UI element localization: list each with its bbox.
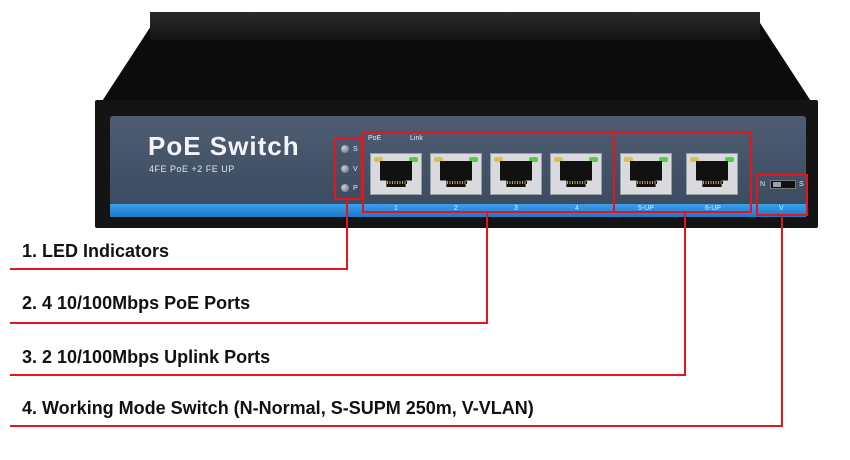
highlight-mode-switch	[756, 174, 808, 216]
led-label-p: P	[353, 185, 358, 192]
callout-connector-2	[486, 211, 488, 324]
port-number-2: 2	[454, 205, 458, 212]
port-led-icon	[409, 157, 418, 162]
product-subtitle: 4FE PoE +2 FE UP	[149, 164, 235, 174]
highlight-uplink-ports	[613, 131, 752, 213]
port-header-poe: PoE	[368, 135, 382, 142]
callout-underline-3	[10, 374, 686, 376]
poe-port-1	[370, 153, 422, 195]
callout-connector-4	[781, 214, 783, 427]
callout-mode-switch: 4. Working Mode Switch (N-Normal, S-SUPM…	[22, 398, 534, 418]
switch-knob-icon	[773, 182, 781, 187]
port-led-icon	[434, 157, 443, 162]
uplink-port-6	[686, 153, 738, 195]
port-number-1: 1	[394, 205, 398, 212]
callout-connector-1	[346, 198, 348, 270]
port-led-icon	[529, 157, 538, 162]
port-led-icon	[554, 157, 563, 162]
port-number-5-up: 5-UP	[638, 205, 654, 212]
led-indicator-p	[341, 184, 349, 192]
switch-label-strip	[110, 204, 806, 217]
callout-underline-4	[10, 425, 783, 427]
port-led-icon	[725, 157, 734, 162]
port-led-icon	[690, 157, 699, 162]
switch-top-shade	[150, 12, 760, 40]
mode-label-n: N	[760, 181, 766, 188]
led-label-s: S	[353, 146, 358, 153]
poe-port-4	[550, 153, 602, 195]
mode-label-v: V	[779, 205, 784, 212]
port-led-icon	[624, 157, 633, 162]
led-indicator-s	[341, 145, 349, 153]
callout-uplink-ports: 3. 2 10/100Mbps Uplink Ports	[22, 347, 271, 367]
mode-label-s: S	[799, 181, 804, 188]
port-number-4: 4	[575, 205, 579, 212]
callout-underline-1	[10, 268, 348, 270]
mode-switch-slider	[770, 180, 796, 189]
led-label-v: V	[353, 166, 358, 173]
port-number-3: 3	[514, 205, 518, 212]
callout-underline-2	[10, 322, 488, 324]
highlight-led-indicators	[334, 138, 363, 200]
poe-port-2	[430, 153, 482, 195]
port-led-icon	[589, 157, 598, 162]
callout-poe-ports: 2. 4 10/100Mbps PoE Ports	[22, 293, 251, 313]
led-indicator-v	[341, 165, 349, 173]
port-led-icon	[494, 157, 503, 162]
port-led-icon	[659, 157, 668, 162]
uplink-port-5	[620, 153, 672, 195]
poe-port-3	[490, 153, 542, 195]
highlight-poe-ports	[362, 131, 615, 213]
product-title: PoE Switch	[148, 131, 300, 161]
callout-led-indicators: 1. LED Indicators	[22, 241, 170, 261]
port-led-icon	[469, 157, 478, 162]
port-number-6-up: 6-UP	[705, 205, 721, 212]
callout-connector-3	[684, 211, 686, 376]
port-header-link: Link	[410, 135, 423, 142]
port-led-icon	[374, 157, 383, 162]
